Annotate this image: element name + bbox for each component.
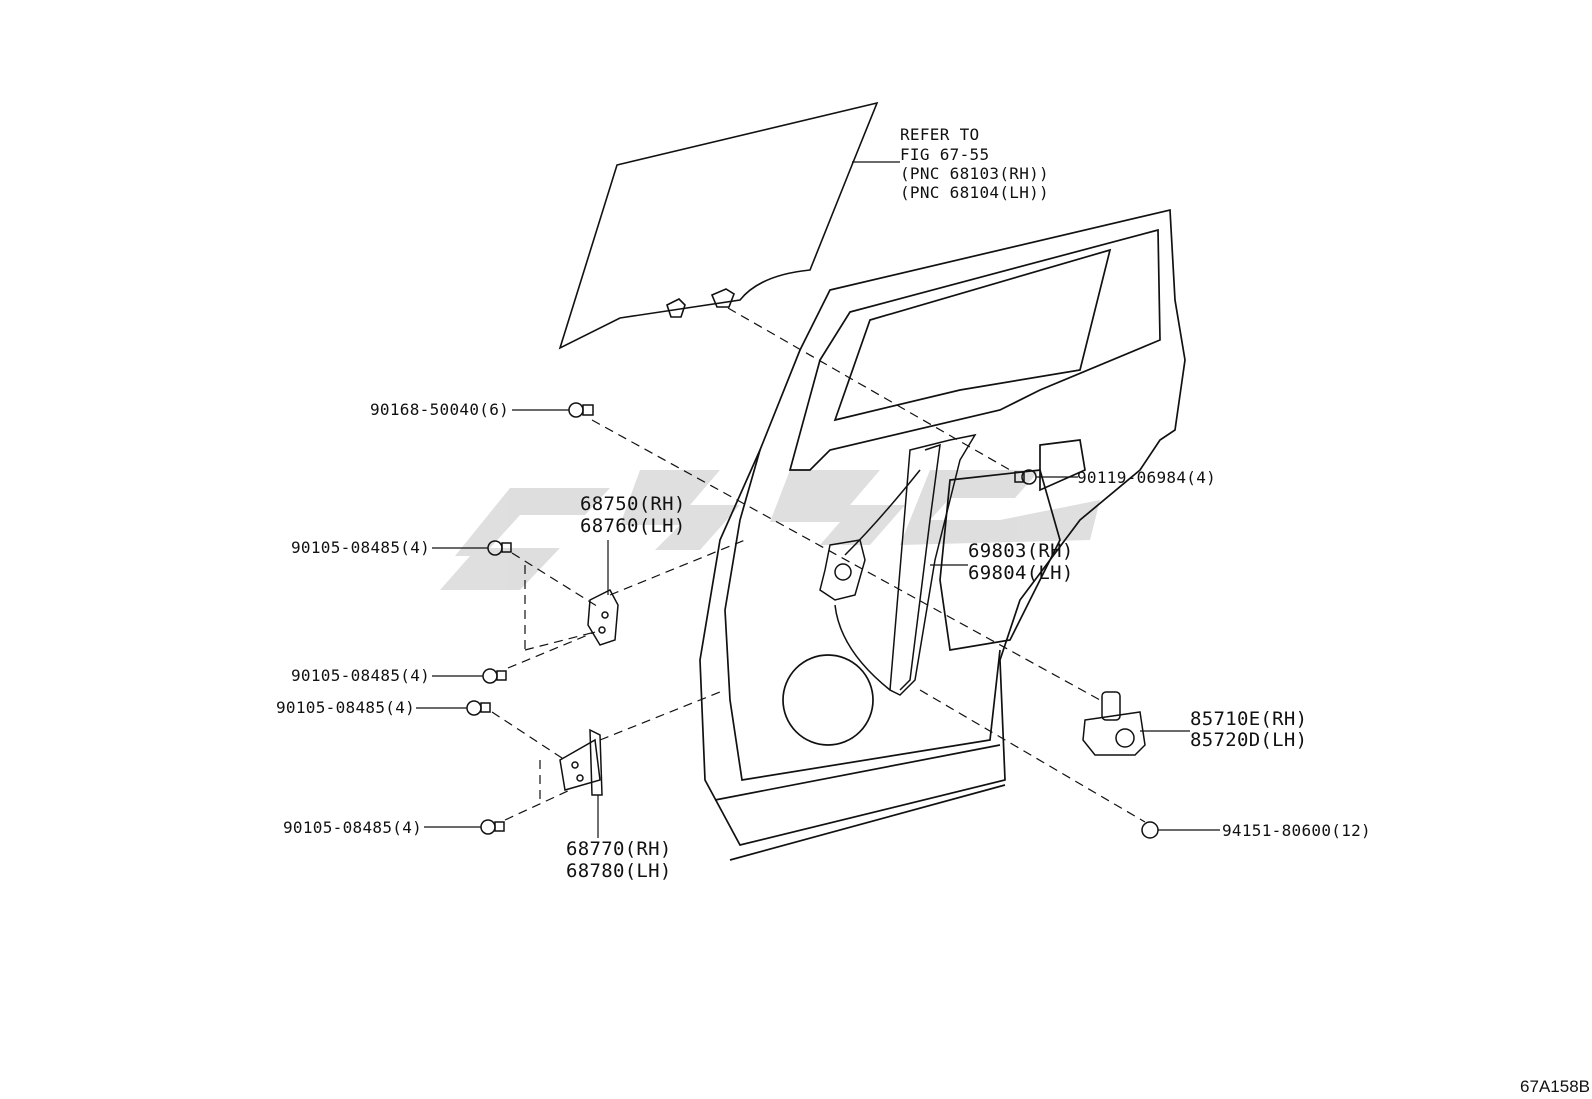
leader-lines (416, 409, 1220, 838)
door-frame (699, 208, 1186, 861)
part-label-hinge-bolt-3: 90105-08485(4) (276, 698, 416, 717)
refer-note-line-2: FIG 67-55 (900, 145, 990, 164)
part-label-bolt-top: 90168-50040(6) (370, 400, 510, 419)
part-label-lower-hinge-rh: 68770(RH) (566, 838, 672, 860)
part-label-hinge-bolt-1: 90105-08485(4) (291, 538, 431, 557)
refer-note-line-3: (PNC 68103(RH)) (900, 164, 1049, 183)
part-label-upper-hinge-lh: 68760(LH) (580, 515, 686, 537)
refer-note-line-4: (PNC 68104(LH)) (900, 183, 1049, 202)
part-label-motor-lh: 85720D(LH) (1190, 729, 1308, 751)
part-label-hinge-bolt-4: 90105-08485(4) (283, 818, 423, 837)
part-label-nut: 94151-80600(12) (1222, 821, 1371, 840)
lower-hinge (559, 728, 603, 796)
part-label-lower-hinge-lh: 68780(LH) (566, 860, 672, 882)
window-motor (1082, 691, 1146, 756)
part-label-regulator-rh: 69803(RH) (968, 540, 1074, 562)
part-label-upper-hinge-rh: 68750(RH) (580, 493, 686, 515)
part-label-hinge-bolt-2: 90105-08485(4) (291, 666, 431, 685)
refer-note-line-1: REFER TO (900, 125, 980, 144)
regulator-assembly (819, 433, 977, 696)
figure-code: 67A158B (1520, 1077, 1590, 1096)
part-label-regulator-lh: 69804(LH) (968, 562, 1074, 584)
part-label-motor-rh: 85710E(RH) (1190, 708, 1308, 730)
upper-hinge (587, 589, 619, 646)
watermark-logo (440, 470, 1100, 590)
window-glass (558, 101, 879, 350)
part-label-bolt-right: 90119-06984(4) (1077, 468, 1217, 487)
dashed-guide-lines (491, 307, 1146, 823)
